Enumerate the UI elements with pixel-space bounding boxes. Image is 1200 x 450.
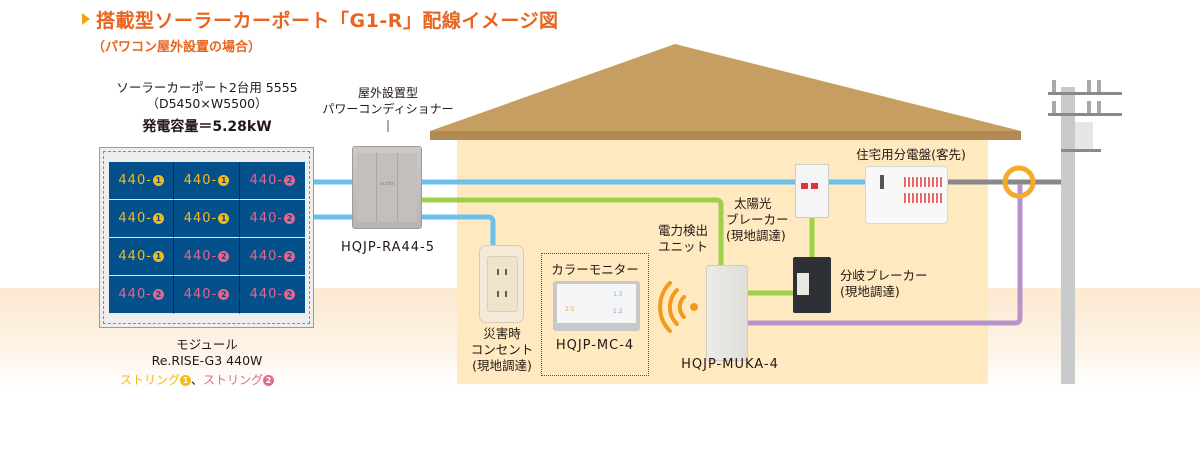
- solar-module: 440-1: [109, 200, 175, 238]
- solar-module: 440-2: [239, 276, 305, 314]
- pole-transformer: [1075, 122, 1093, 149]
- string1-badge: 1: [180, 375, 192, 386]
- carport-capacity: 発電容量＝5.28kW: [142, 119, 272, 135]
- solar-module: 440-1: [109, 162, 175, 200]
- string-number-badge: 2: [218, 289, 230, 300]
- line-to-outlet: [422, 214, 496, 246]
- string-number-badge: 1: [218, 175, 230, 186]
- monitor-label: カラーモニター: [551, 262, 639, 277]
- string-number-badge: 2: [284, 175, 296, 186]
- solar-module: 440-1: [174, 200, 240, 238]
- ct-sensor-ring: [1002, 165, 1036, 199]
- pv-breaker-device: [795, 164, 829, 218]
- wireless-icon: [658, 281, 698, 333]
- color-monitor-device: 2.5 1.3 1.2: [553, 281, 640, 331]
- solar-module: 440-2: [239, 200, 305, 238]
- outlet-label: 災害時 コンセント (現地調達): [470, 326, 534, 373]
- emergency-outlet-device: [479, 245, 524, 323]
- string-number-badge: 2: [152, 289, 164, 300]
- title-arrow-icon: [82, 13, 90, 25]
- page-subtitle: （パワコン屋外設置の場合）: [92, 40, 262, 55]
- solar-module: 440-2: [174, 238, 240, 276]
- distribution-board-label: 住宅用分電盤(客先): [856, 147, 966, 162]
- string-number-badge: 1: [152, 213, 164, 224]
- string-number-badge: 2: [284, 213, 296, 224]
- inverter-model: HQJP-RA44-5: [341, 240, 435, 255]
- string-number-badge: 1: [152, 251, 164, 262]
- string-number-badge: 1: [152, 175, 164, 186]
- pole-shaft: [1061, 87, 1075, 384]
- solar-module: 440-2: [239, 238, 305, 276]
- meter-unit-model: HQJP-MUKA-4: [681, 357, 779, 372]
- module-caption: モジュール Re.RISE-G3 440W: [151, 337, 263, 368]
- distribution-board-device: [865, 166, 948, 224]
- branch-breaker-device: [793, 257, 831, 313]
- monitor-model: HQJP-MC-4: [555, 338, 635, 353]
- string-number-badge: 1: [218, 213, 230, 224]
- string-number-badge: 2: [284, 289, 296, 300]
- ct-sensor-line: [748, 184, 1023, 326]
- string-number-badge: 2: [218, 251, 230, 262]
- solar-module: 440-2: [109, 276, 175, 314]
- page-title: 搭載型ソーラーカーポート「G1-R」配線イメージ図: [82, 6, 558, 33]
- meter-unit-label: 電力検出 ユニット: [657, 223, 708, 254]
- pole-crossarm-mid: [1048, 113, 1122, 116]
- monitor-group: [541, 253, 649, 376]
- power-meter-unit-device: [706, 265, 748, 361]
- pole-crossarm-top: [1048, 92, 1122, 95]
- string-number-badge: 2: [284, 251, 296, 262]
- roof-slope: [430, 44, 1021, 131]
- branch-breaker-label: 分岐ブレーカー (現地調達): [840, 268, 928, 299]
- solar-module: 440-1: [174, 162, 240, 200]
- pv-breaker-label: 太陽光 ブレーカー (現地調達): [726, 196, 789, 243]
- inverter-label: 屋外設置型 パワーコンディショナー: [322, 86, 454, 116]
- string2-badge: 2: [263, 375, 275, 386]
- solar-module: 440-2: [174, 276, 240, 314]
- line-to-meter-unit: [422, 197, 724, 266]
- power-conditioner-device: ecolis: [352, 146, 422, 229]
- roof-eave: [430, 131, 1021, 140]
- solar-module: 440-1: [109, 238, 175, 276]
- carport-spec: ソーラーカーポート2台用 5555 （D5450×W5500）: [116, 80, 298, 111]
- solar-module: 440-2: [239, 162, 305, 200]
- monitor-screen: 2.5 1.3 1.2: [557, 284, 636, 323]
